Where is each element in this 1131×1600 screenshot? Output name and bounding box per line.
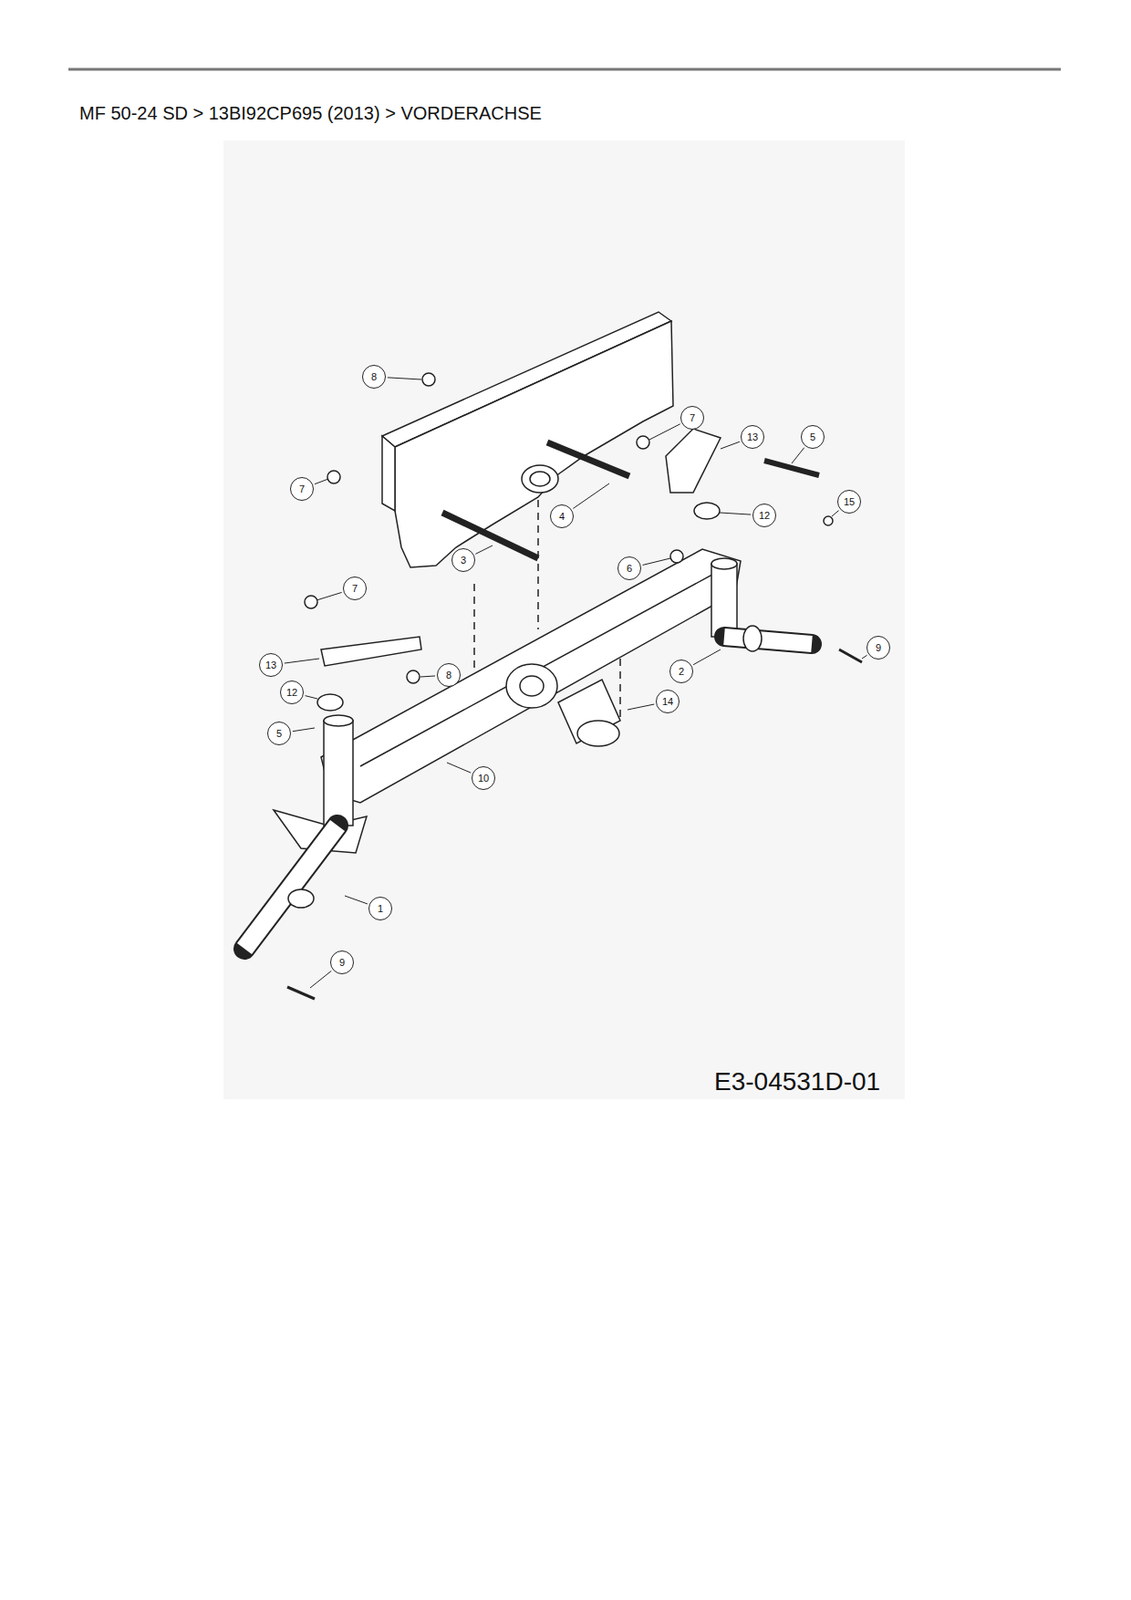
- leader-line: [693, 649, 721, 665]
- callout-number: 12: [752, 503, 777, 528]
- pin-9-right: [839, 649, 862, 663]
- callout-number: 5: [267, 721, 291, 746]
- arm-13-right: [665, 428, 721, 493]
- callout-number: 14: [655, 689, 680, 714]
- leader-line: [310, 970, 332, 988]
- callout-number: 1: [368, 896, 393, 921]
- leader-line: [420, 675, 436, 677]
- leader-line: [292, 727, 315, 732]
- leader-line: [314, 478, 329, 485]
- callout-number: 7: [290, 477, 314, 501]
- leader-line: [475, 545, 493, 554]
- bracket-hole-inner: [529, 471, 550, 487]
- left-stub-collar: [288, 889, 314, 908]
- callout-number: 6: [617, 556, 642, 581]
- nut-7-right: [636, 435, 650, 449]
- illustration-ground: [223, 140, 905, 1100]
- leader-line: [719, 512, 751, 515]
- bracket-plate: [394, 321, 674, 568]
- nut-6: [670, 549, 684, 563]
- callout-number: 7: [680, 405, 705, 430]
- bracket-hole: [521, 465, 559, 493]
- page-title: MF 50-24 SD > 13BI92CP695 (2013) > VORDE…: [79, 103, 542, 125]
- beam-rib: [360, 570, 721, 767]
- leader-line: [305, 695, 318, 699]
- callout-number: 12: [280, 680, 304, 705]
- leader-line: [861, 654, 868, 659]
- leader-line: [387, 377, 422, 380]
- leader-line: [627, 704, 654, 710]
- callout-number: 13: [740, 425, 765, 449]
- callout-number: 2: [669, 659, 694, 684]
- callout-number: 8: [436, 663, 461, 687]
- leader-line: [572, 483, 610, 509]
- right-spindle: [711, 563, 737, 637]
- leader-line: [649, 424, 681, 440]
- header-rule: [68, 68, 1061, 72]
- leader-line: [720, 441, 740, 449]
- callout-number: 15: [837, 489, 862, 514]
- leader-line: [316, 591, 343, 601]
- left-spindle: [323, 720, 353, 826]
- leader-line: [643, 558, 671, 565]
- callout-number: 9: [866, 635, 891, 660]
- callout-number: 5: [800, 425, 825, 449]
- leader-line: [446, 762, 471, 773]
- callout-number: 9: [330, 950, 354, 975]
- left-stub-fill: [244, 825, 338, 949]
- nut-7-left: [304, 595, 318, 609]
- nut-8-top: [422, 373, 436, 386]
- drawing-number: E3-04531D-01: [714, 1067, 881, 1097]
- callout-number: 13: [259, 653, 283, 677]
- leader-lines: [284, 377, 868, 988]
- callout-number: 8: [362, 364, 386, 389]
- leader-line: [791, 447, 805, 464]
- left-spindle-top: [323, 715, 353, 727]
- left-stub: [244, 825, 338, 949]
- leader-line: [831, 510, 840, 517]
- spacer-end: [577, 720, 620, 747]
- pivot-boss: [506, 664, 558, 708]
- parts: [244, 311, 862, 999]
- leader-line: [284, 658, 320, 664]
- callout-number: 4: [549, 504, 574, 529]
- leader-line: [344, 895, 368, 904]
- right-stub-collar: [743, 625, 762, 652]
- bushing-12-left: [317, 694, 343, 711]
- callout-number: 10: [471, 766, 496, 790]
- right-stub: [724, 636, 812, 644]
- pin-4: [547, 442, 630, 477]
- fitting-15: [823, 516, 833, 526]
- callout-number: 3: [451, 548, 476, 572]
- bracket-end: [382, 435, 395, 511]
- right-spindle-top: [711, 558, 737, 570]
- right-stub-fill: [724, 636, 812, 644]
- pivot-hole: [519, 675, 544, 696]
- arm-13-left: [321, 636, 422, 666]
- pin-9-left: [287, 986, 315, 999]
- nut-7: [327, 470, 341, 484]
- callout-number: 7: [342, 576, 367, 601]
- nut-8: [406, 670, 420, 684]
- axle-beam: [321, 549, 741, 803]
- bushing-12-right: [694, 502, 720, 519]
